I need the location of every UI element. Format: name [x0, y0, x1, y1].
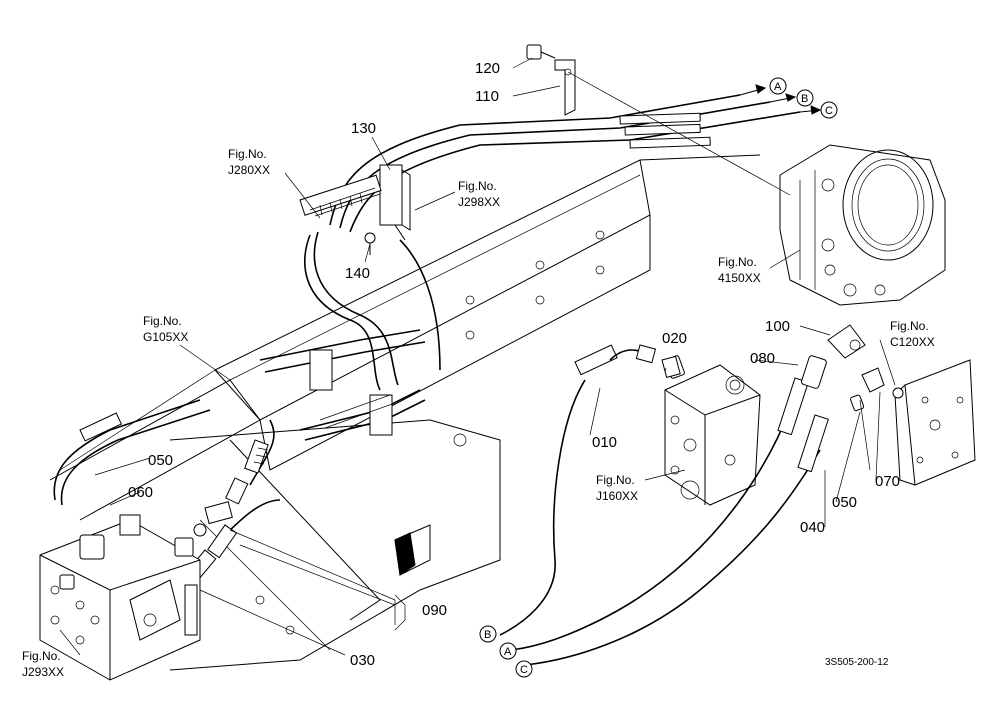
label-050-left: 050 [148, 452, 173, 469]
label-130: 130 [351, 120, 376, 137]
connector-bottom-b: B [484, 629, 491, 641]
label-140: 140 [345, 265, 370, 282]
fig-j280-line1: Fig.No. [228, 147, 267, 161]
connector-markers: A B C B A C [479, 77, 838, 678]
fig-c120-line1: Fig.No. [890, 319, 929, 333]
leader-lines [59, 57, 896, 656]
control-valve-left [39, 514, 201, 681]
fig-j298-line1: Fig.No. [458, 179, 497, 193]
label-100: 100 [765, 318, 790, 335]
connector-bottom-c: C [520, 664, 528, 676]
label-090: 090 [422, 602, 447, 619]
hose-010 [499, 344, 681, 636]
clamp-assembly-130 [299, 164, 411, 241]
fig-j280-line2: J280XX [228, 163, 270, 177]
hydraulic-pipes-lower [53, 329, 426, 506]
control-valve-center [664, 355, 761, 506]
label-080: 080 [750, 350, 775, 367]
label-020: 020 [662, 330, 687, 347]
label-050-right: 050 [832, 494, 857, 511]
fig-g105-line2: G105XX [143, 330, 188, 344]
label-030: 030 [350, 652, 375, 669]
transmission-housing [779, 144, 946, 306]
label-110: 110 [475, 88, 499, 105]
fittings-050-070 [850, 367, 904, 412]
valve-plate-right [894, 359, 976, 486]
fig-j160-line2: J160XX [596, 489, 638, 503]
hose-040 [524, 414, 829, 666]
bolt-120 [526, 44, 556, 60]
hydraulic-pipes-upper [304, 84, 822, 391]
bracket-110 [554, 59, 576, 116]
fig-j160-line1: Fig.No. [596, 473, 635, 487]
part-labels: 120 110 130 140 050 060 090 030 010 020 … [128, 60, 900, 669]
fig-j293-line2: J293XX [22, 665, 64, 679]
fig-g105-line1: Fig.No. [143, 314, 182, 328]
fig-c120-line2: C120XX [890, 335, 935, 349]
fig-4150-line2: 4150XX [718, 271, 761, 285]
fig-4150-line1: Fig.No. [718, 255, 757, 269]
connector-top-b: B [801, 93, 808, 105]
figure-references: Fig.No. J280XX Fig.No. J298XX Fig.No. 41… [22, 147, 935, 679]
drawing-code: 3S505-200-12 [825, 657, 889, 668]
label-070: 070 [875, 473, 900, 490]
label-040: 040 [800, 519, 825, 536]
fig-j293-line1: Fig.No. [22, 649, 61, 663]
hose-080-100 [509, 324, 866, 651]
connector-top-a: A [774, 81, 782, 93]
hose-left [188, 419, 281, 579]
connector-bottom-a: A [504, 646, 512, 658]
label-010: 010 [592, 434, 617, 451]
label-060: 060 [128, 484, 153, 501]
label-120: 120 [475, 60, 500, 77]
connector-top-c: C [825, 105, 833, 117]
fig-j298-line2: J298XX [458, 195, 500, 209]
